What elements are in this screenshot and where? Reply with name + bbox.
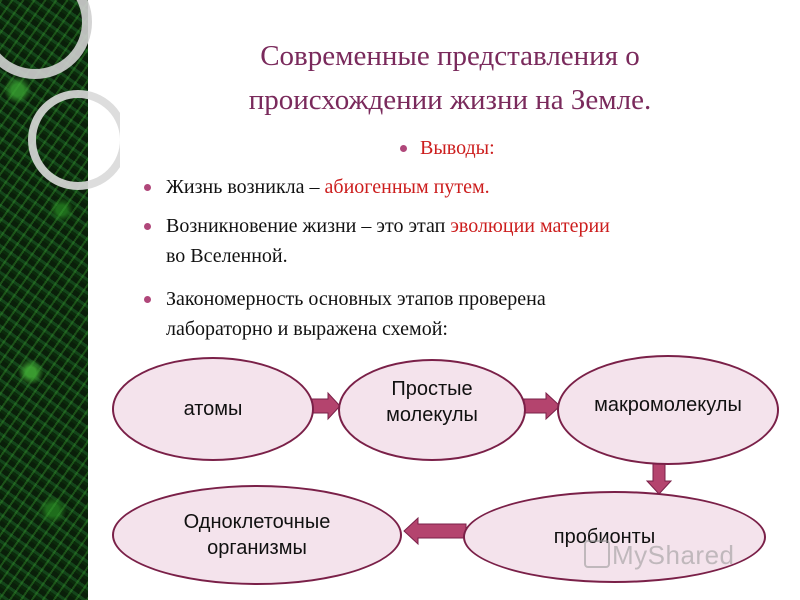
title-line-1: Современные представления о (260, 40, 640, 72)
bullet-text: Закономерность основных этапов проверена (166, 288, 546, 310)
node-simple-label-2: молекулы (386, 404, 478, 426)
bullet-regularity: Закономерность основных этапов проверена… (144, 284, 786, 344)
node-atoms-label: атомы (183, 398, 243, 420)
bullet-evolution: Возникновение жизни – это этап эволюции … (144, 211, 786, 271)
bullet-text: Возникновение жизни – это этап (166, 215, 451, 237)
title-line-2: происхождении жизни на Земле. (248, 84, 652, 116)
bullet-text: Жизнь возникла – (166, 176, 325, 198)
node-probionts: пробионты (463, 491, 766, 583)
node-macro-label: макромолекулы (594, 394, 742, 416)
node-unicellular-label-2: организмы (207, 537, 307, 559)
node-probionts-label: пробионты (553, 526, 656, 548)
bullet-text-line2: лабораторно и выражена схемой: (166, 318, 448, 340)
bullet-highlight: абиогенным путем. (324, 176, 490, 198)
decorative-green-sidebar (0, 0, 88, 600)
bullet-dot (144, 223, 151, 230)
node-simple-label-1: Простые (391, 378, 473, 400)
node-unicellular: Одноклеточные организмы (112, 485, 402, 585)
bullet-text-line2: во Вселенной. (166, 245, 288, 267)
watermark-logo: MyShared (612, 540, 735, 570)
bullet-dot (400, 145, 407, 152)
slide-title: Современные представления о происхождени… (110, 34, 790, 122)
arrow-probionts-to-unicellular (403, 516, 467, 546)
node-macromolecules: макромолекулы (557, 355, 779, 465)
arrow-simple-to-macro (523, 391, 561, 421)
conclusions-bullet: Выводы: (400, 133, 495, 163)
bullet-dot (144, 296, 151, 303)
bullet-abiogenic: Жизнь возникла – абиогенным путем. (144, 172, 490, 202)
conclusions-label: Выводы: (420, 137, 495, 159)
decorative-circles (0, 0, 120, 190)
bullet-highlight: эволюции материи (450, 215, 610, 237)
bullet-dot (144, 184, 151, 191)
node-simple-molecules: Простые молекулы (338, 359, 526, 461)
arrow-macro-to-probionts (645, 461, 673, 495)
node-unicellular-label-1: Одноклеточные (183, 511, 331, 533)
watermark-icon (584, 540, 610, 568)
arrow-atoms-to-simple (311, 391, 341, 421)
node-atoms: атомы (112, 357, 314, 461)
